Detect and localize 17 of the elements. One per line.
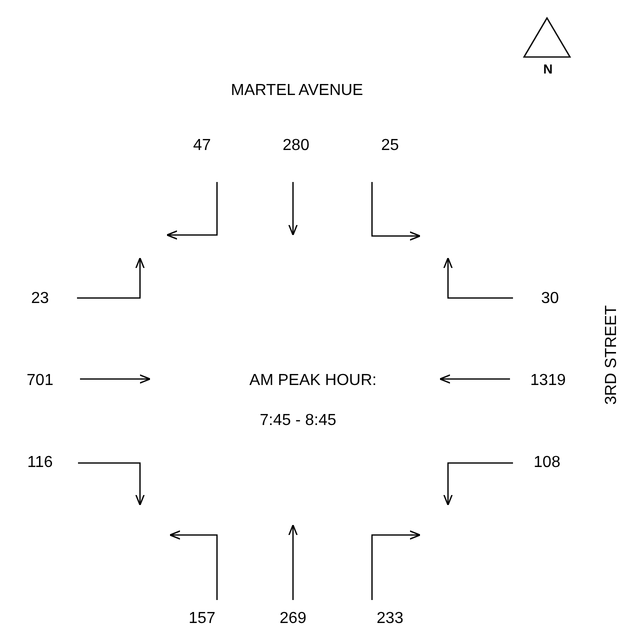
traffic-volume: 23: [31, 291, 49, 307]
traffic-volume: 269: [280, 611, 306, 627]
traffic-volume: 701: [26, 373, 54, 389]
compass-label: N: [543, 62, 553, 76]
traffic-volume: 1319: [530, 373, 566, 389]
traffic-volume: 25: [381, 138, 399, 154]
traffic-volume: 30: [541, 291, 559, 307]
traffic-volume: 47: [193, 138, 211, 154]
peak-hour-title: AM PEAK HOUR:: [249, 373, 377, 389]
traffic-volume: 108: [534, 455, 560, 471]
traffic-volume: 280: [282, 138, 310, 154]
traffic-volume: 157: [188, 611, 216, 627]
street-name: 3RD STREET: [604, 305, 620, 405]
traffic-volume: 233: [376, 611, 404, 627]
traffic-volume: 116: [27, 455, 53, 471]
peak-hour-time: 7:45 - 8:45: [260, 413, 336, 429]
street-name: MARTEL AVENUE: [230, 83, 364, 99]
